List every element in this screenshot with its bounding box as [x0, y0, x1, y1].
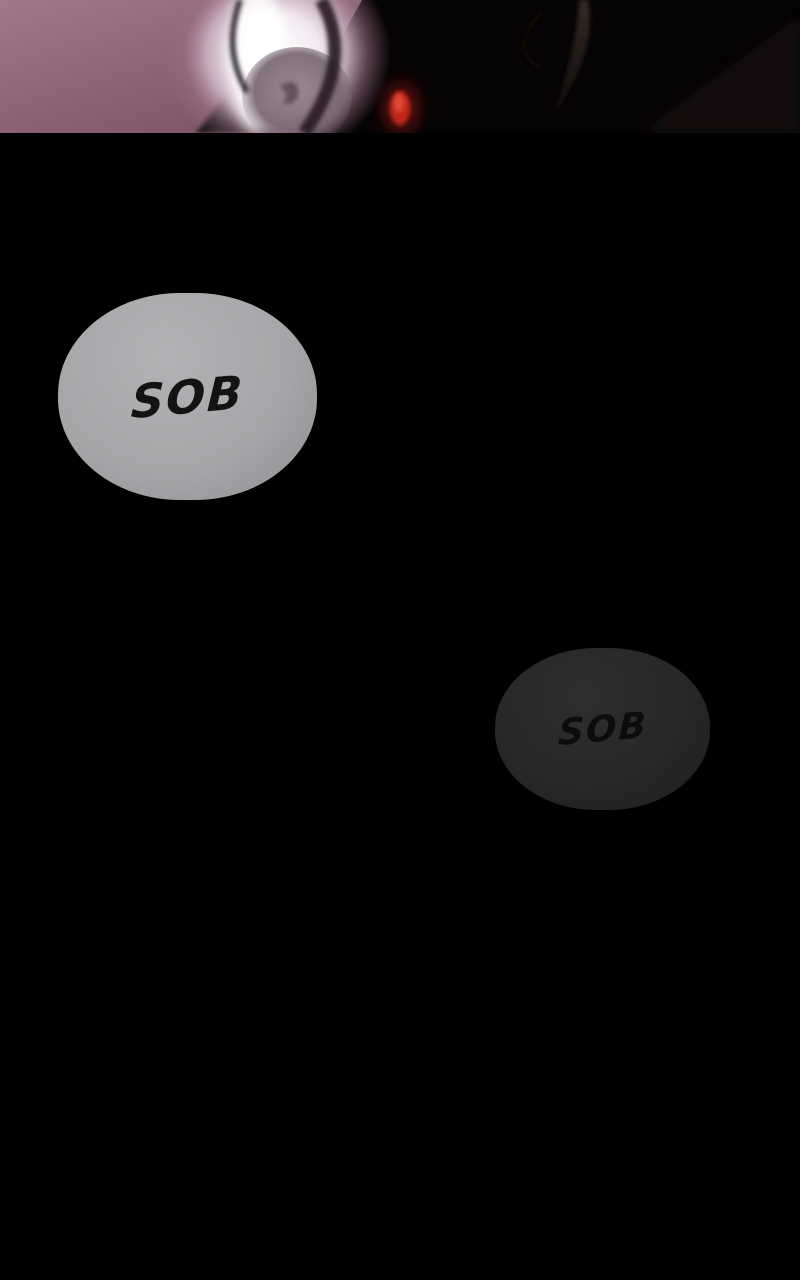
- panel-artwork: [0, 0, 800, 133]
- speech-bubble: SOB: [495, 648, 710, 810]
- speech-bubble-text: SOB: [129, 364, 246, 429]
- visor-edge-line: [229, 0, 250, 94]
- warm-shadow-right: [640, 15, 800, 133]
- hook-shadow: [280, 82, 299, 105]
- faint-arc: [522, 10, 544, 71]
- dark-crescent: [298, 0, 342, 133]
- speech-bubble-text: SOB: [556, 704, 649, 754]
- gray-blade: [552, 0, 591, 118]
- red-light-core: [394, 94, 404, 112]
- speech-bubble: SOB: [58, 293, 317, 500]
